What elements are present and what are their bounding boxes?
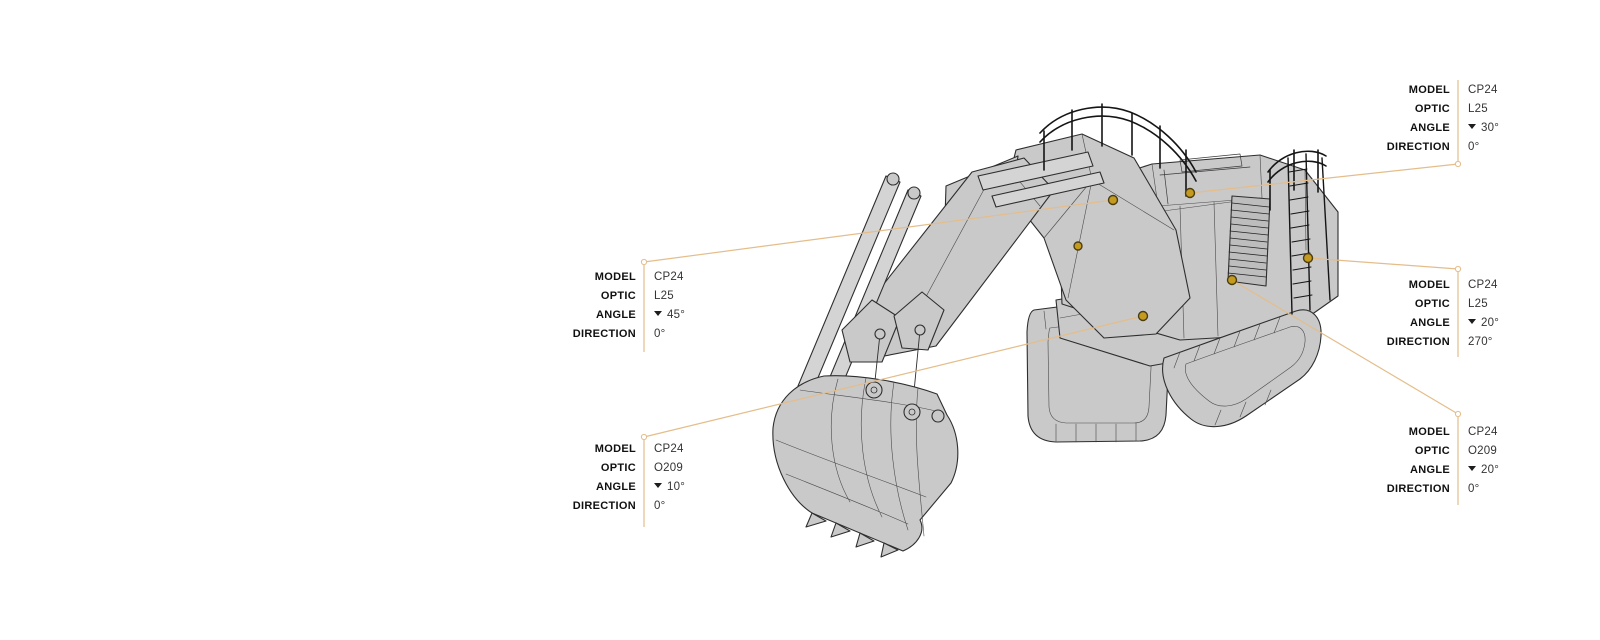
leader-endpoint	[1454, 265, 1462, 273]
handrail-top	[1039, 103, 1197, 197]
annotation-labels: MODEL OPTIC ANGLE DIRECTION	[1308, 423, 1450, 499]
caret-down-icon	[654, 311, 662, 316]
optic-value: L25	[1468, 298, 1488, 310]
radiator-grille	[1227, 195, 1271, 287]
annotation-labels: MODEL OPTIC ANGLE DIRECTION	[494, 268, 636, 344]
direction-value: 270°	[1468, 336, 1493, 348]
bucket-linkage	[841, 291, 945, 413]
angle-dropdown[interactable]: 20°	[1468, 314, 1600, 333]
optic-label: OPTIC	[1414, 445, 1450, 457]
model-label: MODEL	[1408, 426, 1450, 438]
caret-down-icon	[1468, 124, 1476, 129]
model-label: MODEL	[1408, 84, 1450, 96]
angle-dropdown[interactable]: 30°	[1468, 119, 1600, 138]
model-value: CP24	[1468, 279, 1498, 291]
optic-label: OPTIC	[600, 290, 636, 302]
annotation-values: CP24 L25 45° 0°	[654, 268, 794, 344]
leader-top-right	[1189, 80, 1459, 194]
camera-annotation-middle-left: MODEL OPTIC ANGLE DIRECTION CP24 L25 45°…	[494, 268, 794, 344]
model-value: CP24	[1468, 84, 1498, 96]
model-value: CP24	[654, 271, 684, 283]
camera-position-dot-middle-left[interactable]	[1107, 194, 1119, 206]
annotation-values: CP24 L25 30° 0°	[1468, 81, 1600, 157]
angle-label: ANGLE	[1410, 317, 1450, 329]
camera-position-dot-extra[interactable]	[1073, 241, 1083, 251]
angle-value: 20°	[1481, 317, 1499, 329]
rear-ladder	[1287, 153, 1331, 315]
leader-endpoint	[1454, 410, 1462, 418]
model-label: MODEL	[594, 271, 636, 283]
leader-bottom-left	[643, 315, 1144, 527]
leader-middle-right	[1307, 257, 1459, 357]
direction-label: DIRECTION	[1386, 141, 1450, 153]
angle-label: ANGLE	[596, 309, 636, 321]
optic-label: OPTIC	[1414, 103, 1450, 115]
camera-annotation-top-right: MODEL OPTIC ANGLE DIRECTION CP24 L25 30°…	[1308, 81, 1600, 157]
angle-value: 20°	[1481, 464, 1499, 476]
angle-value: 45°	[667, 309, 685, 321]
optic-value: L25	[654, 290, 674, 302]
annotation-values: CP24 L25 20° 270°	[1468, 276, 1600, 352]
leader-endpoint	[1454, 160, 1462, 168]
camera-position-dot-bottom-left[interactable]	[1137, 310, 1149, 322]
angle-value: 10°	[667, 481, 685, 493]
handrail-rear	[1267, 149, 1327, 211]
direction-value: 0°	[654, 500, 666, 512]
caret-down-icon	[1468, 466, 1476, 471]
direction-value: 0°	[654, 328, 666, 340]
camera-position-dot-middle-right[interactable]	[1302, 252, 1314, 264]
annotation-leaders	[640, 80, 1462, 527]
annotation-values: CP24 O209 20° 0°	[1468, 423, 1600, 499]
camera-position-dot-bottom-right[interactable]	[1226, 274, 1238, 286]
camera-position-dot-top-right[interactable]	[1184, 187, 1196, 199]
optic-value: O209	[654, 462, 683, 474]
direction-label: DIRECTION	[1386, 483, 1450, 495]
leader-endpoint	[640, 258, 648, 266]
angle-label: ANGLE	[596, 481, 636, 493]
model-value: CP24	[654, 443, 684, 455]
angle-dropdown[interactable]: 10°	[654, 478, 794, 497]
annotation-labels: MODEL OPTIC ANGLE DIRECTION	[1308, 81, 1450, 157]
direction-value: 0°	[1468, 483, 1480, 495]
caret-down-icon	[1468, 319, 1476, 324]
angle-dropdown[interactable]: 45°	[654, 306, 794, 325]
leader-endpoint	[640, 433, 648, 441]
optic-label: OPTIC	[600, 462, 636, 474]
camera-markers	[1073, 187, 1314, 322]
angle-label: ANGLE	[1410, 122, 1450, 134]
bucket	[772, 375, 959, 558]
model-label: MODEL	[594, 443, 636, 455]
leader-middle-left	[643, 199, 1114, 352]
optic-value: L25	[1468, 103, 1488, 115]
angle-dropdown[interactable]: 20°	[1468, 461, 1600, 480]
annotation-labels: MODEL OPTIC ANGLE DIRECTION	[1308, 276, 1450, 352]
direction-label: DIRECTION	[1386, 336, 1450, 348]
direction-label: DIRECTION	[572, 328, 636, 340]
direction-label: DIRECTION	[572, 500, 636, 512]
camera-annotation-bottom-left: MODEL OPTIC ANGLE DIRECTION CP24 O209 10…	[494, 440, 794, 516]
model-label: MODEL	[1408, 279, 1450, 291]
excavator-3d-model[interactable]	[772, 103, 1339, 558]
annotation-values: CP24 O209 10° 0°	[654, 440, 794, 516]
direction-value: 0°	[1468, 141, 1480, 153]
angle-value: 30°	[1481, 122, 1499, 134]
caret-down-icon	[654, 483, 662, 488]
camera-annotation-bottom-right: MODEL OPTIC ANGLE DIRECTION CP24 O209 20…	[1308, 423, 1600, 499]
model-value: CP24	[1468, 426, 1498, 438]
optic-label: OPTIC	[1414, 298, 1450, 310]
leader-bottom-right	[1231, 279, 1459, 505]
angle-label: ANGLE	[1410, 464, 1450, 476]
annotation-labels: MODEL OPTIC ANGLE DIRECTION	[494, 440, 636, 516]
camera-annotation-middle-right: MODEL OPTIC ANGLE DIRECTION CP24 L25 20°…	[1308, 276, 1600, 352]
track-right	[1162, 309, 1322, 428]
optic-value: O209	[1468, 445, 1497, 457]
